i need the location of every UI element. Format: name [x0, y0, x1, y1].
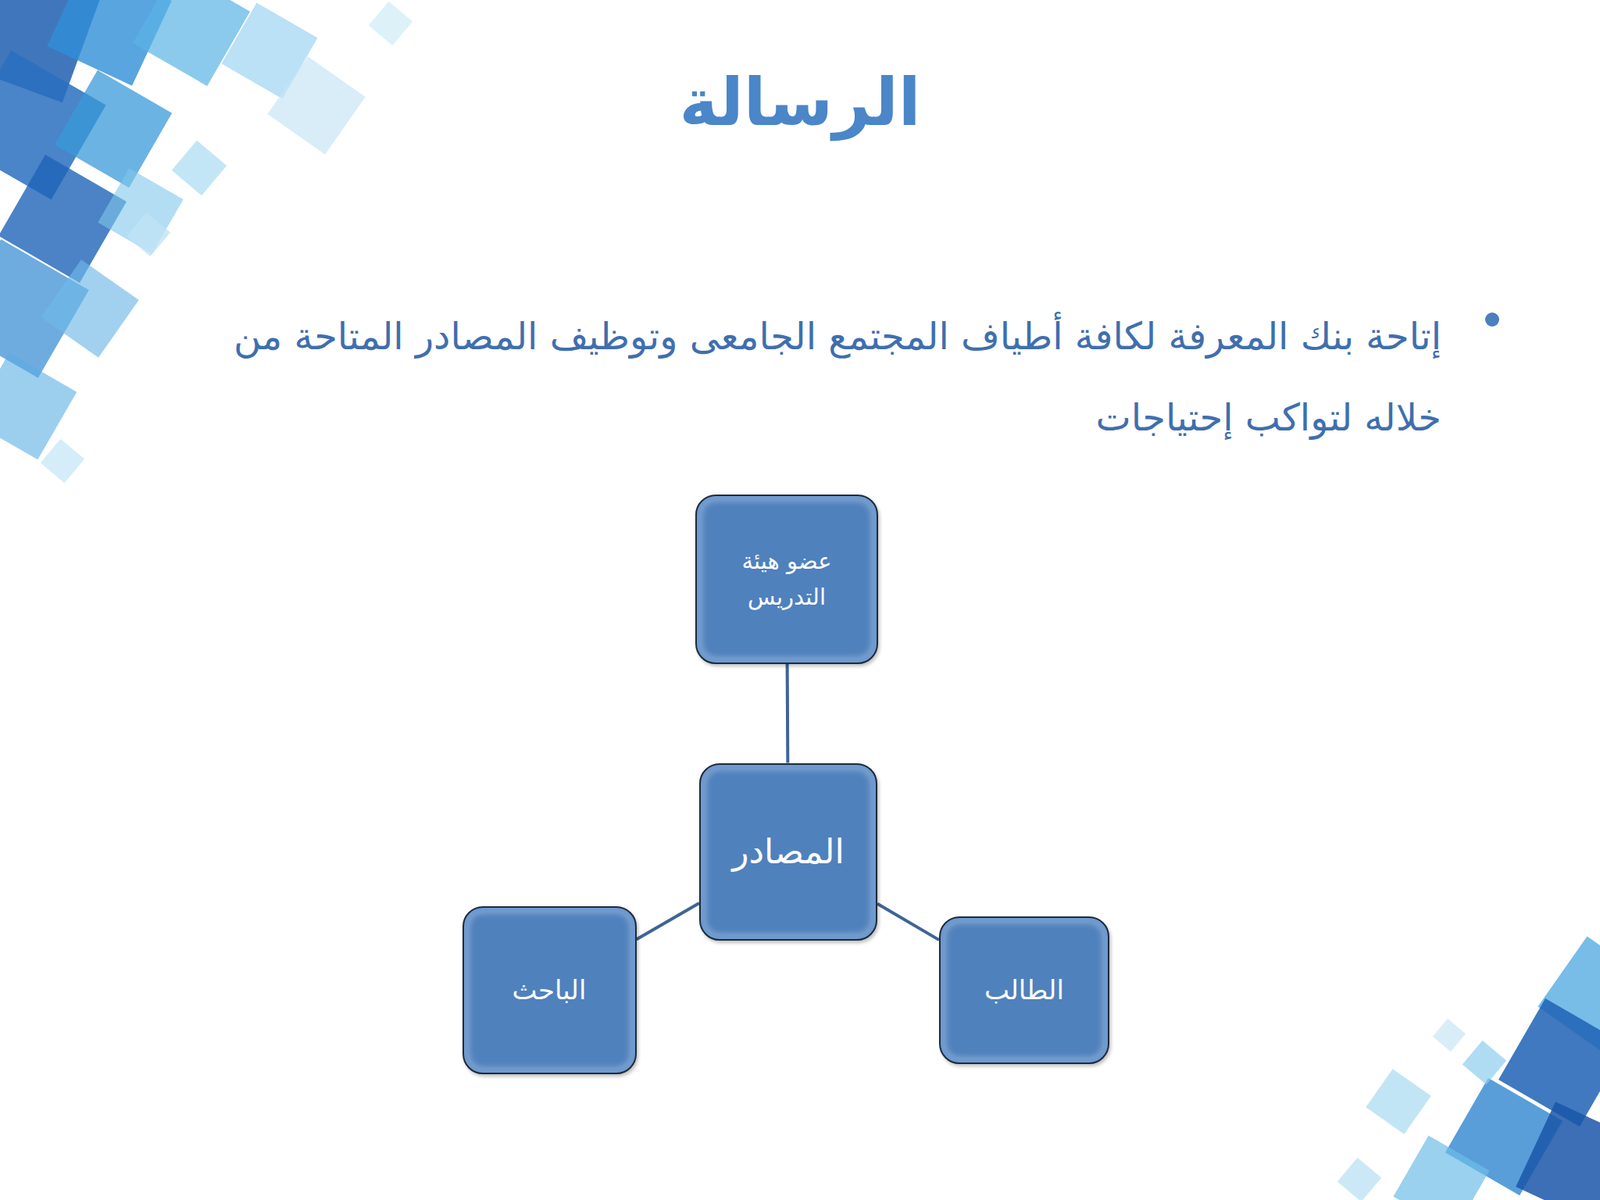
- connector-line: [786, 664, 789, 764]
- node-label: الطالب: [984, 968, 1065, 1011]
- connector-line: [877, 903, 940, 940]
- bullet-text: إتاحة بنك المعرفة لكافة أطياف المجتمع ال…: [148, 295, 1442, 458]
- node-label: عضو هيئة التدريس: [707, 542, 866, 616]
- bullet-dot: [1485, 312, 1500, 327]
- process-box: الطالب: [939, 916, 1110, 1065]
- connector-stroke: [877, 903, 940, 940]
- connector-stroke: [636, 903, 700, 940]
- top-left-squares: [0, 0, 413, 483]
- process-box: المصادر: [699, 763, 878, 941]
- bottom-right-squares: [1337, 935, 1600, 1200]
- process-box: الباحث: [462, 906, 637, 1075]
- node-label: المصادر: [732, 824, 844, 879]
- node-label: الباحث: [512, 968, 587, 1011]
- connector-line: [636, 903, 700, 940]
- process-box: عضو هيئة التدريس: [695, 494, 879, 665]
- connector-stroke: [785, 664, 790, 764]
- slide-title: الرسالة: [0, 64, 1600, 141]
